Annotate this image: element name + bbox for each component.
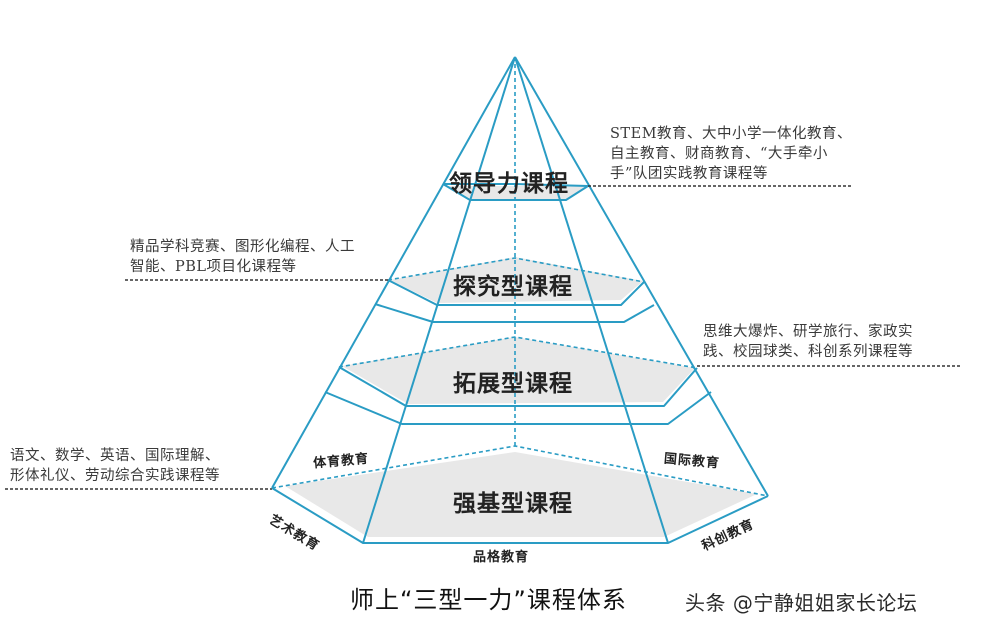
diagram-title: 师上“三型一力”课程体系 — [350, 586, 627, 614]
face-label-character: 品格教育 — [473, 550, 530, 565]
description-line: 语文、数学、英语、国际理解、 — [10, 448, 220, 464]
description-line: 践、校园球类、科创系列课程等 — [703, 344, 913, 360]
description-leadership: STEM教育、大中小学一体化教育、 自主教育、财商教育、“大手牵小 手”队团实践… — [610, 124, 852, 184]
description-line: 手”队团实践教育课程等 — [610, 166, 768, 182]
description-line: 精品学科竞赛、图形化编程、人工 — [130, 239, 355, 255]
description-inquiry: 精品学科竞赛、图形化编程、人工 智能、PBL项目化课程等 — [130, 237, 355, 277]
watermark: 头条 @宁静姐姐家长论坛 — [685, 591, 918, 615]
description-line: 智能、PBL项目化课程等 — [130, 259, 297, 275]
description-line: 形体礼仪、劳动综合实践课程等 — [10, 468, 220, 484]
level-label-foundation: 强基型课程 — [453, 491, 573, 517]
visible-edges — [271, 56, 769, 544]
description-foundation: 语文、数学、英语、国际理解、 形体礼仪、劳动综合实践课程等 — [10, 446, 220, 486]
leader-lines — [5, 185, 960, 490]
description-line: 自主教育、财商教育、“大手牵小 — [610, 146, 828, 162]
description-line: STEM教育、大中小学一体化教育、 — [610, 126, 853, 142]
level-label-expansion: 拓展型课程 — [453, 371, 573, 397]
level-label-inquiry: 探究型课程 — [453, 274, 573, 300]
description-line: 思维大爆炸、研学旅行、家政实 — [703, 324, 913, 340]
description-expansion: 思维大爆炸、研学旅行、家政实 践、校园球类、科创系列课程等 — [703, 322, 913, 362]
hidden-edges — [271, 57, 769, 497]
level-label-leadership: 领导力课程 — [449, 171, 569, 197]
